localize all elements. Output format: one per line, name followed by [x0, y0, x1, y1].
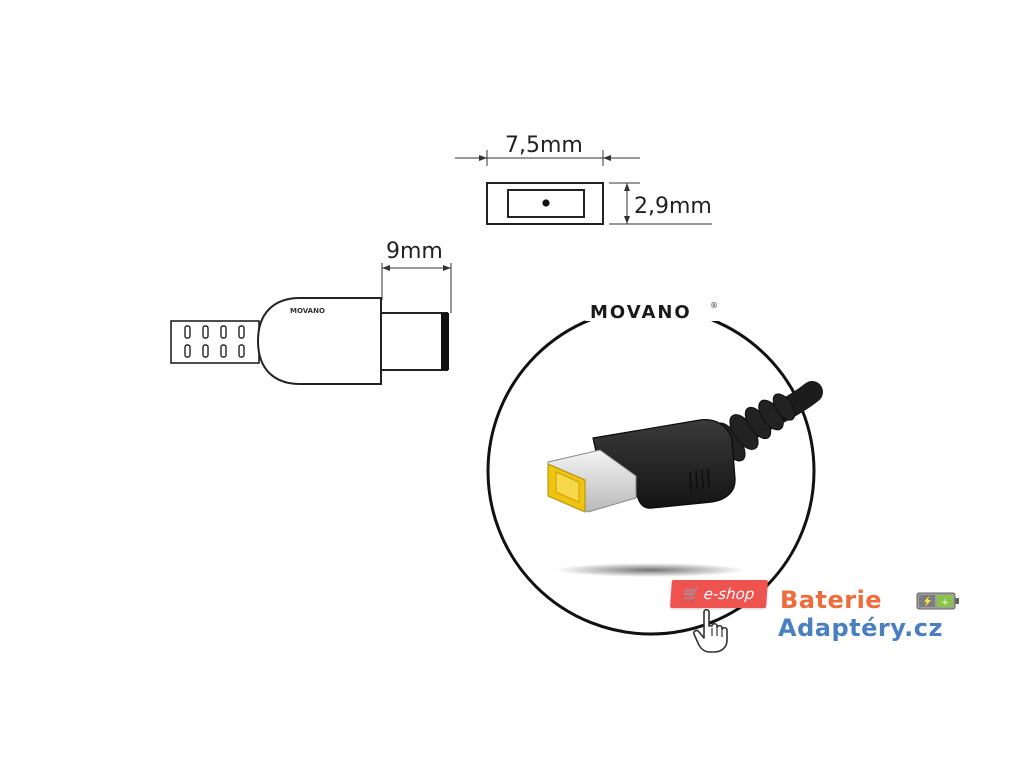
- hand-pointer-icon: [693, 608, 728, 653]
- plug-logo: MOVANO: [290, 307, 325, 315]
- center-pin: [542, 199, 550, 207]
- width-dimension-label: 7,5mm: [505, 133, 583, 158]
- height-dimension-label: 2,9mm: [634, 194, 712, 219]
- cross-section-drawing: 7,5mm 2,9mm: [455, 133, 712, 225]
- brand-line-1: Baterie: [780, 586, 883, 614]
- photo-shadow: [555, 563, 745, 577]
- battery-icon: +: [916, 592, 959, 610]
- product-photo-circle: MOVANO ®: [486, 293, 823, 636]
- e-shop-badge[interactable]: 🛒 e-shop: [670, 580, 768, 608]
- shop-brand-logo[interactable]: Baterie Adaptéry.cz: [778, 586, 1008, 646]
- plug-housing: [592, 419, 736, 509]
- brand-line-2: Adaptéry.cz: [778, 614, 943, 642]
- ring-logo: MOVANO: [590, 302, 692, 323]
- metal-tip-outline: [380, 312, 448, 371]
- plug-body-outline: [256, 297, 382, 385]
- length-dimension-label: 9mm: [386, 239, 443, 264]
- side-view-drawing: 9mm MOVANO: [170, 239, 452, 385]
- e-shop-label: e-shop: [703, 585, 756, 603]
- tip-end-cap: [441, 313, 449, 370]
- cart-icon: 🛒: [683, 586, 701, 602]
- svg-text:+: +: [941, 598, 949, 608]
- registered-mark: ®: [710, 301, 718, 310]
